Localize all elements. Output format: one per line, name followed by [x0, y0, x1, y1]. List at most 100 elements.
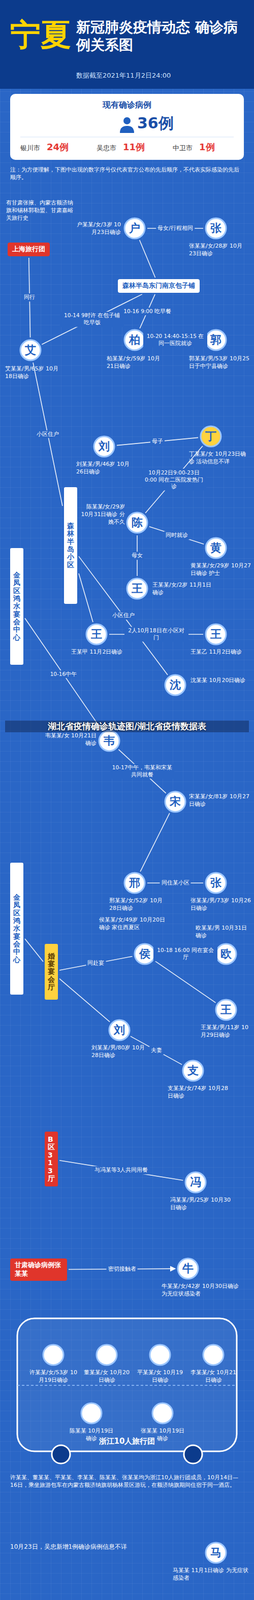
edge-label: 同行	[22, 294, 37, 303]
case-circle: 艾	[19, 339, 42, 362]
edge-label: 密切接触者	[106, 1266, 138, 1275]
node-text: 刘	[92, 435, 116, 459]
caption-text: 黄某某/女/29岁 10月27日确诊 护士	[190, 562, 252, 579]
case-circle: 刘	[108, 1020, 131, 1043]
caption-text: 王某乙 11月2日确诊	[190, 649, 252, 657]
caption-text: 陈某某/女/29岁 10月31日确诊 分娩不久	[80, 503, 125, 527]
caption-text: 欧某某/男 10月31日确诊	[195, 925, 253, 941]
case-circle: 冯	[184, 1172, 207, 1195]
caption-text: 数据截至2021年11月2日24:00	[76, 71, 244, 81]
caption-text: 王某某/女/2岁 11月1日确诊	[152, 582, 214, 598]
connector	[78, 556, 168, 676]
node-text: 欧	[214, 943, 238, 967]
connector	[139, 240, 156, 278]
node-text: 森林半岛东门南京包子铺	[122, 281, 196, 291]
place-band: 森林半岛小区	[64, 487, 78, 605]
edge-label: 母子	[150, 437, 165, 447]
case-circle: 户	[123, 217, 146, 240]
place-band: 金凤区鸿水宴会中心	[10, 863, 24, 996]
node-text: 森林半岛小区	[67, 522, 75, 570]
edge-label: 10-14 9时许 在包子铺吃早饭	[59, 312, 124, 328]
place-band: 金凤区鸿水宴会中心	[10, 548, 24, 666]
case-circle: 牛	[176, 1258, 200, 1282]
case-circle: 张	[204, 217, 228, 240]
place-box: B区313厅	[44, 1132, 58, 1188]
case-circle: 黄	[204, 537, 228, 560]
case-circle: 刘	[92, 435, 116, 459]
node-text: 婚宴宴会厅	[47, 953, 55, 993]
node-text: B区313厅	[47, 1136, 55, 1184]
caption-text: 冯某某/男/25岁 10月30日确诊	[170, 1197, 234, 1214]
caption-text: 现有确诊病例	[76, 99, 178, 111]
node-text: 陈	[125, 512, 149, 535]
node-text: 丁	[199, 425, 222, 449]
node-text: 浙江10人旅行团	[99, 1438, 156, 1448]
edge-label: 2人10月18日在小区对门	[124, 627, 189, 643]
node-text: 马	[204, 1543, 228, 1566]
watermark: 湖北省疫情确诊轨迹图/湖北省疫情数据表	[5, 721, 249, 734]
connector	[59, 979, 110, 1024]
caption-text: 有甘肃张掖、内蒙古额济纳旗和锡林郭勒盟、甘肃嘉峪关旅行史	[6, 199, 78, 223]
node-text: 郭	[204, 329, 228, 352]
node-text: 户	[123, 217, 146, 240]
case-circle: 邢	[123, 872, 146, 896]
caption-text: 张某某/男/73岁 10月26日确诊	[190, 898, 252, 914]
person-icon	[119, 117, 135, 134]
node-text: 王	[85, 623, 108, 647]
edge-label: 同时就诊	[164, 531, 190, 541]
caption-text: 韦某某/女 10月21日确诊	[44, 733, 97, 749]
case-circle: 平	[148, 1345, 172, 1368]
caption-text: 许某某/女/53岁 10月19日确诊	[28, 1370, 78, 1386]
caption-text: 中卫市	[172, 143, 199, 153]
case-circle: 许	[42, 1345, 65, 1368]
caption-text: 董某某/女 10月20日确诊	[82, 1370, 132, 1386]
edge-label: 10-16 9:00 吃早餐	[121, 307, 173, 316]
connector	[59, 957, 133, 972]
node-text: 冯	[184, 1172, 207, 1195]
node-text: 支	[181, 1060, 205, 1084]
node-text: 王	[125, 578, 149, 601]
node-text: 王	[214, 999, 238, 1023]
node-text: 艾	[19, 339, 42, 362]
node-text: 上海旅行团	[12, 245, 46, 254]
edge-label: 母女/行程相同	[155, 224, 195, 233]
connector	[33, 362, 63, 507]
caption-text: 沈某某 10月20日确诊	[190, 677, 252, 686]
case-circle: 陈	[80, 1403, 103, 1426]
caption-text: 支某某/女/74岁 10月28日确诊	[167, 1086, 232, 1102]
caption-text: 11例	[122, 141, 149, 154]
edge-label: 10-17中午，韦某和宋某共同就餐	[110, 764, 175, 780]
node-text: 张	[204, 217, 228, 240]
caption-text: 刘某某/男/46岁 10月26日确诊	[76, 461, 135, 477]
node-text: 平	[148, 1345, 172, 1368]
node-text: 侯	[133, 943, 156, 967]
edge-label: 10-20 14:40-15:15 在同一医院就诊	[143, 332, 208, 348]
place-box: 婚宴宴会厅	[44, 944, 58, 1001]
node-text: 金凤区鸿水宴会中心	[13, 894, 21, 966]
edge-label: 10月22日9:00-23日0:00 同在二医院发热门诊	[142, 469, 207, 492]
edge-label: 小区住户	[35, 430, 61, 439]
case-circle: 王	[85, 623, 108, 647]
caption-text: 36例	[137, 114, 188, 132]
caption-text: 王某某/男/11岁 10月29日确诊	[200, 1025, 253, 1041]
case-circle: 陈	[125, 512, 149, 535]
connector	[155, 962, 216, 1004]
case-circle: 张	[151, 1403, 174, 1426]
edge-label: 同赴宴	[85, 960, 106, 969]
caption-text: 马某某 11月1日确诊 为无症状感染者	[172, 1568, 249, 1584]
caption-text: 银川市	[20, 143, 46, 153]
case-circle: 郭	[204, 329, 228, 352]
case-circle: 王	[125, 578, 149, 601]
node-text: 王	[204, 623, 228, 647]
caption-text: 刘某某/男/80岁 10月28日确诊	[91, 1045, 149, 1061]
case-circle: 宋	[164, 791, 187, 814]
case-circle: 马	[204, 1543, 228, 1566]
connector	[24, 939, 44, 963]
node-text: 金凤区鸿水宴会中心	[13, 572, 21, 643]
caption-text: 24例	[46, 141, 73, 154]
node-text: 张	[204, 872, 228, 896]
node-text: 黄	[204, 537, 228, 560]
connector	[78, 574, 93, 623]
